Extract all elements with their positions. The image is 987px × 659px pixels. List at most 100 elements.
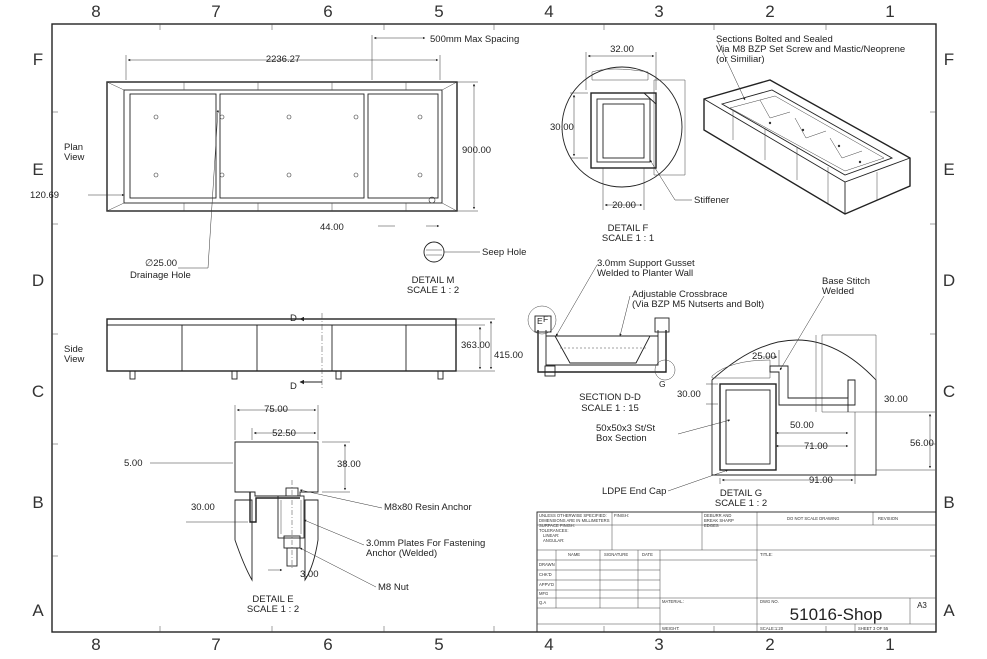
zone-row-b: B [32,493,43,512]
detail-e-plates-l1: 3.0mm Plates For Fastening [366,538,485,549]
zone-labels-top: 8 7 6 5 4 3 2 1 [91,2,894,21]
section-dd-note1-l2: Welded to Planter Wall [597,268,693,279]
section-dd-title: SECTION D-D [579,392,641,403]
detail-m-scale: SCALE 1 : 2 [407,285,459,296]
section-dd-note2-l2: (Via BZP M5 Nutserts and Bolt) [632,299,764,310]
zone-col-6-bottom: 6 [323,635,332,654]
detail-e-title: DETAIL E [252,594,293,605]
plan-dim-length: 2236.27 [266,54,300,65]
zone-labels-left: F E D C B A [32,50,44,620]
plan-dim-edge: 120.69 [30,190,59,201]
tb-weight: WEIGHT: [662,626,679,631]
section-dd-mark-f: F [543,314,548,324]
tb-row-drawn: DRAWN [539,562,555,567]
tb-deburr-l3: EDGES [704,523,719,528]
tb-notes-l4: TOLERANCES: [539,528,568,533]
detail-e-nut: M8 Nut [378,582,409,593]
detail-g-dim-25: 25.00 [752,351,776,362]
zone-row-a: A [32,601,44,620]
tb-dwg-no: 51016-Shop [790,605,883,624]
detail-g-note1-l1: Base Stitch [822,276,870,287]
zone-row-a-right: A [943,601,955,620]
zone-labels-bottom: 8 7 6 5 4 3 2 1 [91,635,894,654]
zone-row-b-right: B [943,493,954,512]
tb-row-appvd: APPV'D [539,582,554,587]
plan-view-title-l1: Plan [64,142,83,153]
tb-no-scale: DO NOT SCALE DRAWING [787,516,839,521]
tb-dwg-no-label: DWG NO. [760,599,779,604]
tb-revision: REVISION [878,516,898,521]
iso-note-l2: Via M8 BZP Set Screw and Mastic/Neoprene [716,44,905,55]
zone-col-4-bottom: 4 [544,635,553,654]
detail-g-dim-30b: 30.00 [884,394,908,405]
detail-f-dim-side: 30.00 [550,122,574,133]
plan-drainage-dia: ∅25.00 [145,258,177,269]
sheet-border [51,23,937,633]
detail-g-box-l2: Box Section [596,433,647,444]
tb-deburr-l2: BREAK SHARP [704,518,734,523]
detail-e-plates-l2: Anchor (Welded) [366,548,437,559]
plan-dim-seep: 44.00 [320,222,344,233]
section-dd-note2-l1: Adjustable Crossbrace [632,289,728,300]
tb-col-signature: SIGNATURE [604,552,628,557]
tb-notes-l2: DIMENSIONS ARE IN MILLIMETERS [539,518,610,523]
zone-col-5: 5 [434,2,443,21]
zone-row-c: C [32,382,44,401]
tb-row-chkd: CHK'D [539,572,552,577]
section-mark-d-bottom: D [290,381,297,392]
section-dd-mark-e: E [537,316,543,326]
zone-col-3: 3 [654,2,663,21]
tb-scale: SCALE:1:20 [760,626,784,631]
detail-e-dim-5: 5.00 [124,458,143,469]
section-dd-scale: SCALE 1 : 15 [581,403,639,414]
detail-g [667,295,935,492]
detail-g-box-l1: 50x50x3 St/St [596,423,656,434]
zone-col-8-bottom: 8 [91,635,100,654]
detail-m-callout: Seep Hole [482,247,526,258]
zone-col-7-bottom: 7 [211,635,220,654]
detail-g-dim-50: 50.00 [790,420,814,431]
plan-view [88,35,478,269]
side-view-title-l1: Side [64,344,83,355]
detail-f-title: DETAIL F [608,223,649,234]
zone-col-7: 7 [211,2,220,21]
isometric-view [703,41,911,215]
detail-e-dim-38: 38.00 [337,459,361,470]
plan-dim-spacing: 500mm Max Spacing [430,34,519,45]
zone-col-1-bottom: 1 [885,635,894,654]
side-view [106,313,495,389]
zone-row-c-right: C [943,382,955,401]
detail-g-title: DETAIL G [720,488,762,499]
section-dd-mark-g: G [659,379,666,389]
tb-notes-l6: ANGULAR: [543,538,564,543]
section-mark-d-top: D [290,313,297,324]
zone-labels-right: F E D C B A [943,50,955,620]
detail-m-title: DETAIL M [412,275,455,286]
zone-col-2-bottom: 2 [765,635,774,654]
zone-row-f: F [33,50,43,69]
tb-size: A3 [917,601,927,610]
zone-col-2: 2 [765,2,774,21]
title-block [536,511,937,633]
side-dim-h2: 415.00 [494,350,523,361]
detail-f-scale: SCALE 1 : 1 [602,233,654,244]
detail-e-anchor: M8x80 Resin Anchor [384,502,472,513]
detail-f-dim-top: 32.00 [610,44,634,55]
detail-g-dim-91: 91.00 [809,475,833,486]
detail-e-dim-52: 52.50 [272,428,296,439]
section-dd-note1-l1: 3.0mm Support Gusset [597,258,695,269]
detail-e-dim-75: 75.00 [264,404,288,415]
zone-row-d-right: D [943,271,955,290]
tb-notes-l3: SURFACE FINISH: [539,523,575,528]
tb-row-qa: Q.A [539,600,546,605]
tb-notes-l1: UNLESS OTHERWISE SPECIFIED: [539,513,607,518]
tb-sheet: SHEET 3 OF 55 [858,626,889,631]
detail-m [423,241,480,263]
detail-g-dim-56: 56.00 [910,438,934,449]
detail-g-note1-l2: Welded [822,286,854,297]
zone-row-f-right: F [944,50,954,69]
tb-notes-l5: LINEAR: [543,533,559,538]
iso-note-l1: Sections Bolted and Sealed [716,34,833,45]
